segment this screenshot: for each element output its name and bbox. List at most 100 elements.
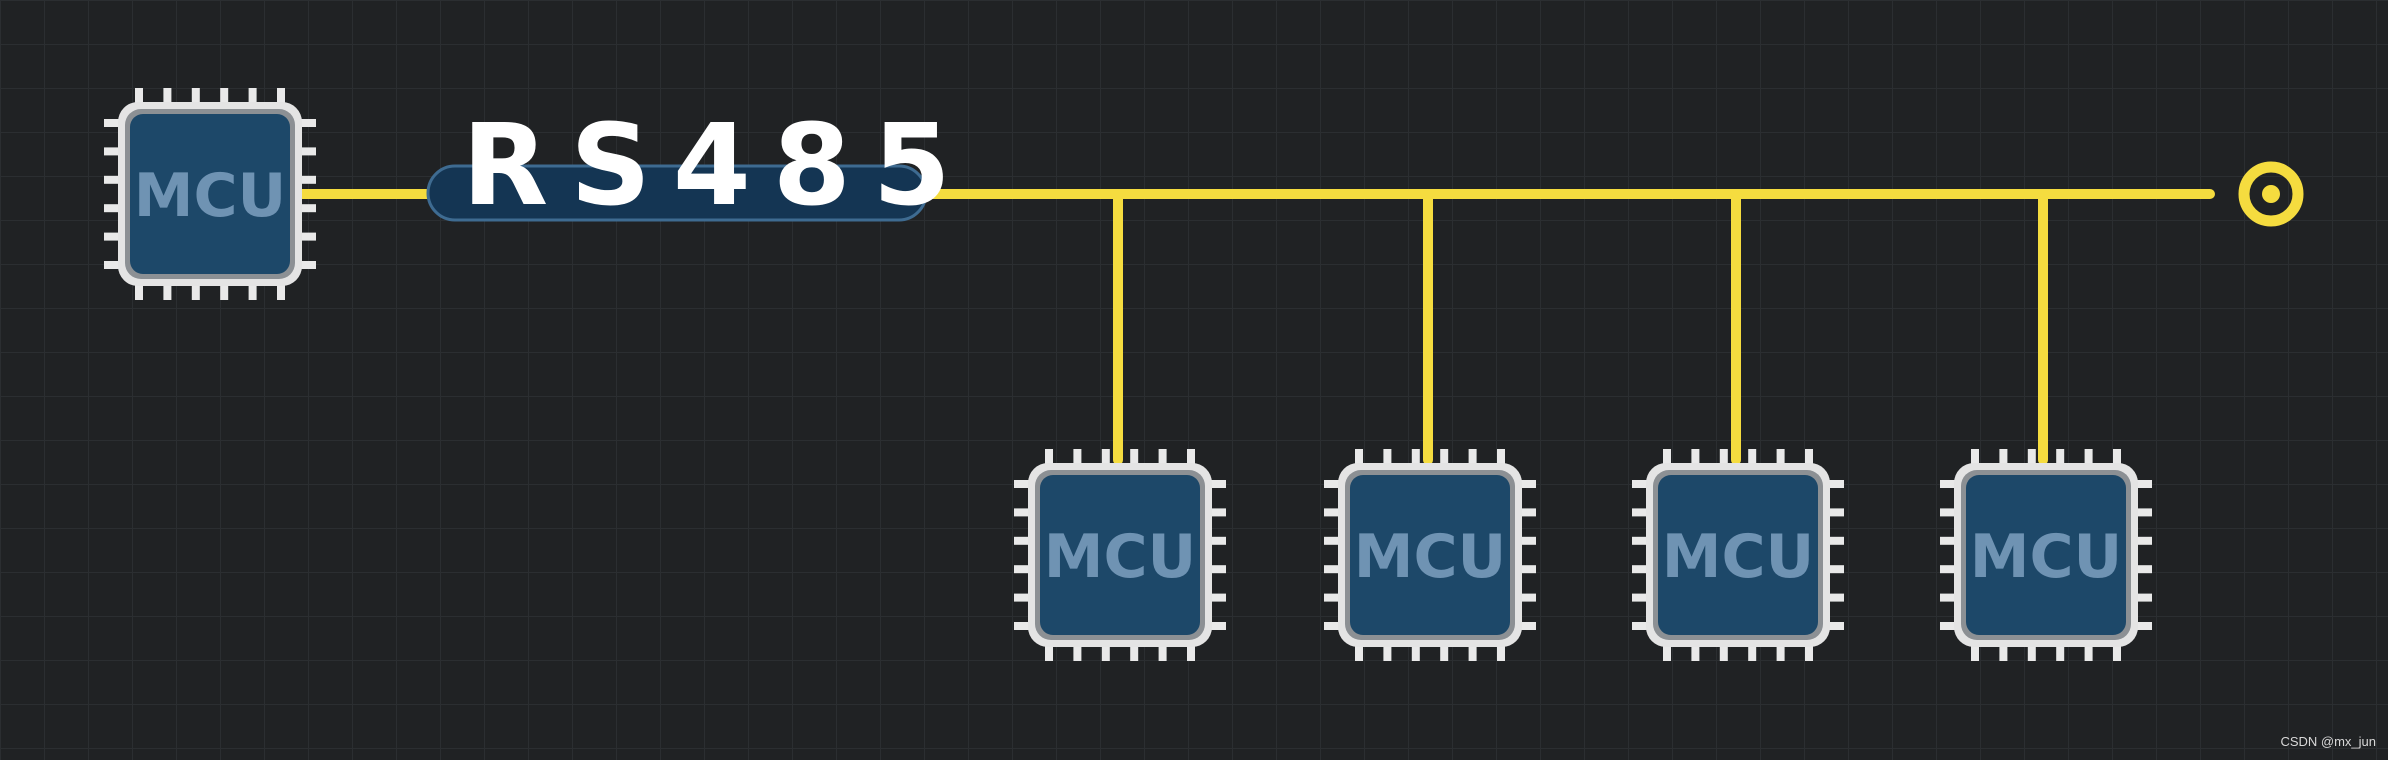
chip-pin xyxy=(1208,480,1226,488)
chip-pin xyxy=(2113,643,2121,661)
chip-pin xyxy=(2113,449,2121,467)
chip-pin xyxy=(1663,449,1671,467)
chip-pin xyxy=(1014,536,1032,545)
chip-pin xyxy=(1208,508,1226,517)
chip-body xyxy=(130,114,290,274)
chip-pin xyxy=(1440,643,1449,661)
chip-pin xyxy=(1518,622,1536,630)
chip-pin xyxy=(1940,508,1958,517)
chip-pin xyxy=(104,204,122,213)
chip-pin xyxy=(1324,536,1342,545)
master-mcu-chip: MCU xyxy=(104,88,316,300)
chip-pin xyxy=(1663,643,1671,661)
chip-pin xyxy=(277,88,285,106)
chip-pin xyxy=(1355,449,1363,467)
chip-pin xyxy=(1101,449,1110,467)
slave-mcu-chip-1: MCU xyxy=(1014,449,1226,661)
chip-pin xyxy=(1411,449,1420,467)
chip-pin xyxy=(1632,508,1650,517)
bus-label-text: RS485 xyxy=(462,101,973,231)
chip-pin xyxy=(1208,565,1226,574)
chip-pin xyxy=(1130,643,1139,661)
chip-pin xyxy=(104,261,122,269)
chip-pin xyxy=(1805,643,1813,661)
chip-pin xyxy=(1014,593,1032,602)
chip-pin xyxy=(1940,565,1958,574)
chip-pin xyxy=(1468,449,1477,467)
chip-pin xyxy=(1497,449,1505,467)
chip-pin xyxy=(1748,643,1757,661)
chip-pin xyxy=(2134,565,2152,574)
chip-pin xyxy=(1014,480,1032,488)
chip-pin xyxy=(104,232,122,241)
chip-pin xyxy=(220,282,229,300)
chip-pin xyxy=(1187,449,1195,467)
chip-pin xyxy=(1826,593,1844,602)
chip-body xyxy=(1966,475,2126,635)
chip-pin xyxy=(1208,536,1226,545)
chip-pin xyxy=(163,88,172,106)
chip-pin xyxy=(248,88,257,106)
chip-label: MCU xyxy=(1970,522,2122,592)
chip-pin xyxy=(1691,449,1700,467)
chip-body xyxy=(1350,475,1510,635)
chip-pin xyxy=(1518,480,1536,488)
chip-label: MCU xyxy=(1354,522,1506,592)
chip-pin xyxy=(1158,449,1167,467)
chip-label: MCU xyxy=(1662,522,1814,592)
chip-pin xyxy=(1355,643,1363,661)
chip-body xyxy=(1040,475,1200,635)
chip-pin xyxy=(1045,449,1053,467)
chip-pin xyxy=(298,119,316,127)
chip-pin xyxy=(1999,449,2008,467)
chip-pin xyxy=(1324,480,1342,488)
chip-pin xyxy=(1719,449,1728,467)
chip-pin xyxy=(1440,449,1449,467)
chip-pin xyxy=(1805,449,1813,467)
chip-pin xyxy=(1014,565,1032,574)
chip-pin xyxy=(1073,643,1082,661)
chip-pin xyxy=(2084,643,2093,661)
chip-pin xyxy=(1101,643,1110,661)
chip-pin xyxy=(191,282,200,300)
chip-pin xyxy=(298,175,316,184)
bus-terminator-icon xyxy=(2238,161,2304,227)
chip-pin xyxy=(2134,622,2152,630)
chip-pin xyxy=(1518,593,1536,602)
chip-pin xyxy=(2134,508,2152,517)
slave-mcu-chip-2: MCU xyxy=(1324,449,1536,661)
chip-pin xyxy=(277,282,285,300)
chip-pin xyxy=(1518,508,1536,517)
chip-pin xyxy=(298,204,316,213)
chip-pin xyxy=(1518,536,1536,545)
bus-label-pill xyxy=(426,164,928,222)
watermark-text: CSDN @mx_jun xyxy=(2280,734,2376,749)
chip-pin xyxy=(2056,449,2065,467)
chip-pin xyxy=(1776,449,1785,467)
chip-pin xyxy=(1130,449,1139,467)
chip-pin xyxy=(104,175,122,184)
chip-label: MCU xyxy=(1044,522,1196,592)
chip-pin xyxy=(135,88,143,106)
chip-pin xyxy=(1940,536,1958,545)
slave-mcu-chip-4: MCU xyxy=(1940,449,2152,661)
chip-pin xyxy=(2134,536,2152,545)
chip-pin xyxy=(1208,593,1226,602)
chip-pin xyxy=(135,282,143,300)
chip-pin xyxy=(1776,643,1785,661)
chip-pin xyxy=(1045,643,1053,661)
chip-pin xyxy=(1632,536,1650,545)
chip-pin xyxy=(1826,508,1844,517)
chip-pins xyxy=(1940,449,2152,661)
chip-pin xyxy=(2027,643,2036,661)
chip-pin xyxy=(1632,565,1650,574)
chip-pin xyxy=(163,282,172,300)
chip-pin xyxy=(1940,622,1958,630)
chip-pin xyxy=(1324,593,1342,602)
chip-pin xyxy=(248,282,257,300)
chip-pins xyxy=(1014,449,1226,661)
chip-pin xyxy=(1208,622,1226,630)
chip-pin xyxy=(1826,536,1844,545)
chip-pin xyxy=(1632,480,1650,488)
chip-pin xyxy=(1971,643,1979,661)
